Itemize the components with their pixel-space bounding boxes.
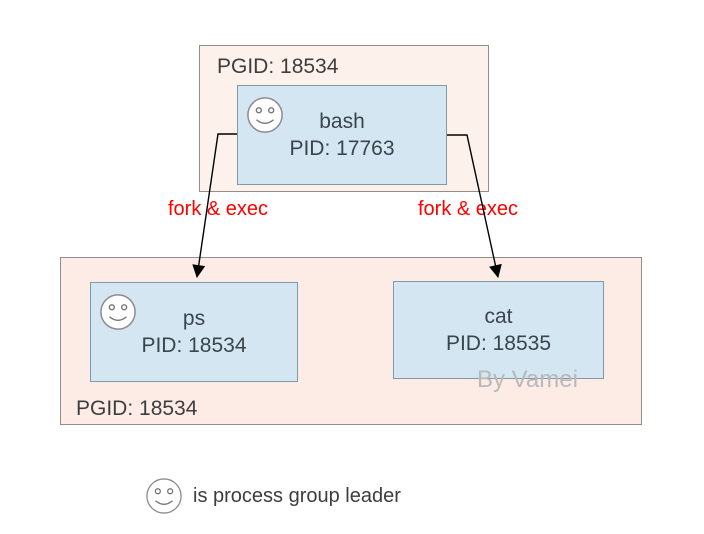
process-pid: PID: 18534 xyxy=(141,334,247,357)
pgid-label-top: PGID: 18534 xyxy=(217,55,339,78)
process-pid: PID: 17763 xyxy=(289,137,395,160)
legend: is process group leader xyxy=(145,477,401,515)
edge-label-fork-exec-left: fork & exec xyxy=(167,198,269,220)
edge-label-fork-exec-right: fork & exec xyxy=(417,198,519,220)
legend-label: is process group leader xyxy=(193,484,401,507)
process-box-cat: cat PID: 18535 xyxy=(393,281,604,379)
process-box-bash: bash PID: 17763 xyxy=(237,85,447,185)
process-box-ps: ps PID: 18534 xyxy=(90,282,298,382)
pgid-label-bottom: PGID: 18534 xyxy=(76,397,198,420)
watermark-text: By Vamei xyxy=(477,366,578,393)
process-pid: PID: 18535 xyxy=(445,332,552,355)
group-leader-smiley-icon xyxy=(247,97,283,133)
group-leader-smiley-icon xyxy=(146,478,182,514)
process-name: cat xyxy=(484,305,513,328)
process-name: ps xyxy=(182,307,206,330)
process-name: bash xyxy=(319,110,365,133)
group-leader-smiley-icon xyxy=(100,294,136,330)
